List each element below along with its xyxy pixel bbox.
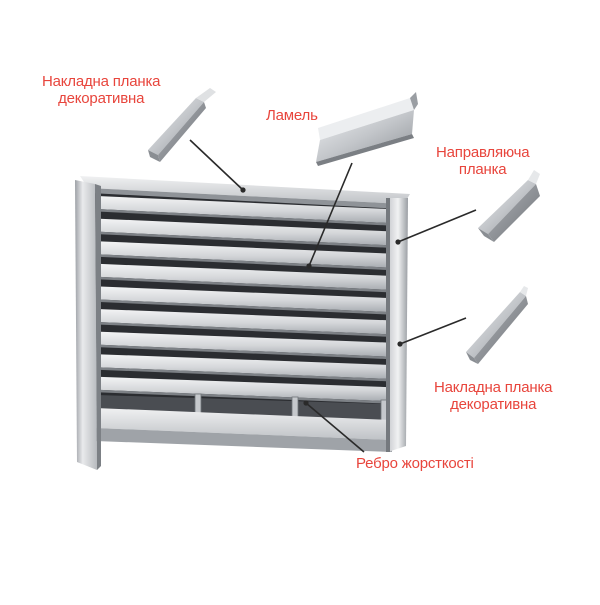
leader-rib	[305, 402, 365, 453]
label-stiffening-rib-text: Ребро жорсткості	[356, 455, 474, 472]
leader-bottom-strip	[399, 317, 467, 345]
label-bottom-decorative-strip-line2: декоративна	[450, 396, 537, 413]
label-stiffening-rib: Ребро жорсткості	[356, 455, 474, 472]
louver-slat-edge	[97, 254, 388, 271]
guide-strip-part	[478, 170, 540, 242]
bottom-rail	[95, 408, 392, 440]
louver-slat-edge	[97, 209, 388, 226]
louver-slat	[97, 263, 388, 290]
louver-slat	[97, 354, 388, 379]
decorative-strip-part-top	[148, 88, 216, 162]
leader-top-strip	[189, 139, 244, 191]
left-post-front	[75, 180, 97, 470]
label-bottom-decorative-strip-line1: Накладна планка	[434, 379, 553, 396]
leader-guide	[397, 209, 477, 243]
right-post-edge	[386, 198, 390, 452]
label-top-decorative-strip-line1: Накладна планка	[42, 73, 161, 90]
decorative-strip-part-bottom	[466, 286, 528, 364]
lamel-part	[316, 92, 418, 166]
label-guide-strip: Направляюча планка	[436, 144, 530, 178]
label-lamel-text: Ламель	[266, 107, 318, 124]
louver-slat-edge	[97, 344, 388, 360]
louver-slat-edge	[97, 231, 388, 248]
label-top-decorative-strip-line2: декоративна	[58, 90, 145, 107]
label-guide-strip-line2: планка	[458, 161, 507, 178]
right-post-front	[388, 198, 408, 452]
louver-slat	[97, 309, 388, 335]
stiffening-rib	[291, 396, 299, 420]
label-top-decorative-strip: Накладна планка декоративна	[42, 73, 160, 107]
louver-group	[97, 196, 388, 404]
bottom-rail-face	[95, 428, 392, 452]
louver-slat	[97, 218, 388, 246]
louver-slat-edge	[97, 276, 388, 293]
louver-slat	[97, 376, 388, 402]
louver-slat	[97, 196, 388, 223]
label-bottom-decorative-strip: Накладна планка декоративна	[434, 379, 552, 413]
louver-slat	[97, 241, 388, 268]
louver-slat-edge	[97, 367, 388, 382]
leader-dot-guide	[395, 239, 401, 245]
leader-dot-top-strip	[240, 187, 246, 193]
leader-dots	[240, 187, 403, 406]
leader-dot-rib	[303, 400, 309, 406]
louver-slat	[97, 286, 388, 313]
label-lamel: Ламель	[266, 107, 318, 124]
fence-panel	[75, 176, 410, 470]
label-guide-strip-line1: Направляюча	[436, 144, 530, 161]
leader-dot-lamel	[306, 263, 312, 269]
left-post-side	[95, 184, 101, 470]
leader-lamel	[308, 162, 353, 267]
louver-slat	[97, 331, 388, 357]
louver-slat-edge	[97, 389, 388, 404]
leader-lines	[189, 139, 477, 453]
louver-slat-edge	[97, 322, 388, 337]
louver-slat-edge	[97, 299, 388, 315]
leader-dot-bottom-strip	[397, 341, 403, 347]
top-decorative-strip-edge	[88, 188, 404, 209]
